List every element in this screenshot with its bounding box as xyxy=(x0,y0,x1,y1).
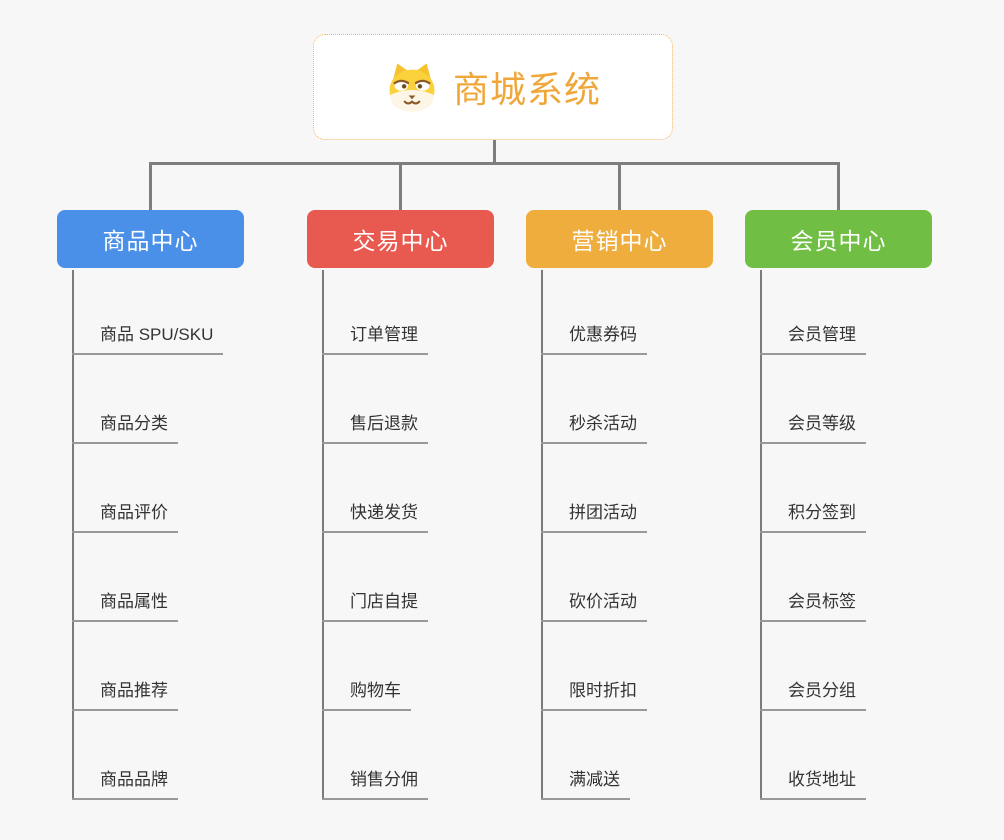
branch-node-marketing[interactable]: 营销中心 xyxy=(526,210,713,268)
leaf-node[interactable]: 订单管理 xyxy=(322,323,428,355)
branch-trade: 交易中心 订单管理 售后退款 快递发货 门店自提 购物车 销售分佣 xyxy=(307,210,557,810)
root-title: 商城系统 xyxy=(452,69,601,110)
leaf-node[interactable]: 商品 SPU/SKU xyxy=(72,323,224,355)
leaf-node[interactable]: 会员管理 xyxy=(760,323,866,355)
leaf-node[interactable]: 快递发货 xyxy=(322,501,428,533)
leaf-node[interactable]: 门店自提 xyxy=(322,590,428,622)
root-node[interactable]: 商城系统 xyxy=(313,34,673,140)
branch-label: 会员中心 xyxy=(790,228,887,254)
leaf-node[interactable]: 商品品牌 xyxy=(72,768,178,800)
leaf-node[interactable]: 会员分组 xyxy=(760,679,866,711)
branch-node-products[interactable]: 商品中心 xyxy=(57,210,244,268)
leaf-node[interactable]: 商品分类 xyxy=(72,412,178,444)
branch-label: 商品中心 xyxy=(102,228,199,254)
branch-label: 营销中心 xyxy=(571,228,668,254)
connector-drop-trade xyxy=(399,162,402,210)
connector-drop-products xyxy=(149,162,152,210)
leaf-node[interactable]: 收货地址 xyxy=(760,768,866,800)
branch-trunk-line xyxy=(72,270,74,800)
branch-node-members[interactable]: 会员中心 xyxy=(745,210,932,268)
root-connector-stub xyxy=(493,140,496,164)
branch-members: 会员中心 会员管理 会员等级 积分签到 会员标签 会员分组 收货地址 xyxy=(745,210,995,810)
leaf-node[interactable]: 商品推荐 xyxy=(72,679,178,711)
connector-drop-marketing xyxy=(618,162,621,210)
leaf-node[interactable]: 销售分佣 xyxy=(322,768,428,800)
leaf-node[interactable]: 拼团活动 xyxy=(541,501,647,533)
connector-drop-members xyxy=(837,162,840,210)
leaf-node[interactable]: 限时折扣 xyxy=(541,679,647,711)
leaf-node[interactable]: 商品评价 xyxy=(72,501,178,533)
leaf-node[interactable]: 购物车 xyxy=(322,679,411,711)
branch-trunk-line xyxy=(760,270,762,800)
leaf-node[interactable]: 会员等级 xyxy=(760,412,866,444)
leaf-node[interactable]: 秒杀活动 xyxy=(541,412,647,444)
branch-trunk-line xyxy=(541,270,543,800)
leaf-node[interactable]: 积分签到 xyxy=(760,501,866,533)
leaf-node[interactable]: 商品属性 xyxy=(72,590,178,622)
branch-trunk-line xyxy=(322,270,324,800)
branch-marketing: 营销中心 优惠券码 秒杀活动 拼团活动 砍价活动 限时折扣 满减送 xyxy=(526,210,776,810)
leaf-node[interactable]: 会员标签 xyxy=(760,590,866,622)
shiba-dog-icon xyxy=(389,63,435,112)
branch-node-trade[interactable]: 交易中心 xyxy=(307,210,494,268)
leaf-node[interactable]: 满减送 xyxy=(541,768,630,800)
leaf-node[interactable]: 售后退款 xyxy=(322,412,428,444)
leaf-node[interactable]: 优惠券码 xyxy=(541,323,647,355)
leaf-node[interactable]: 砍价活动 xyxy=(541,590,647,622)
branch-products: 商品中心 商品 SPU/SKU 商品分类 商品评价 商品属性 商品推荐 商品品牌 xyxy=(57,210,307,810)
connector-bus xyxy=(149,162,840,165)
branch-label: 交易中心 xyxy=(352,228,449,254)
